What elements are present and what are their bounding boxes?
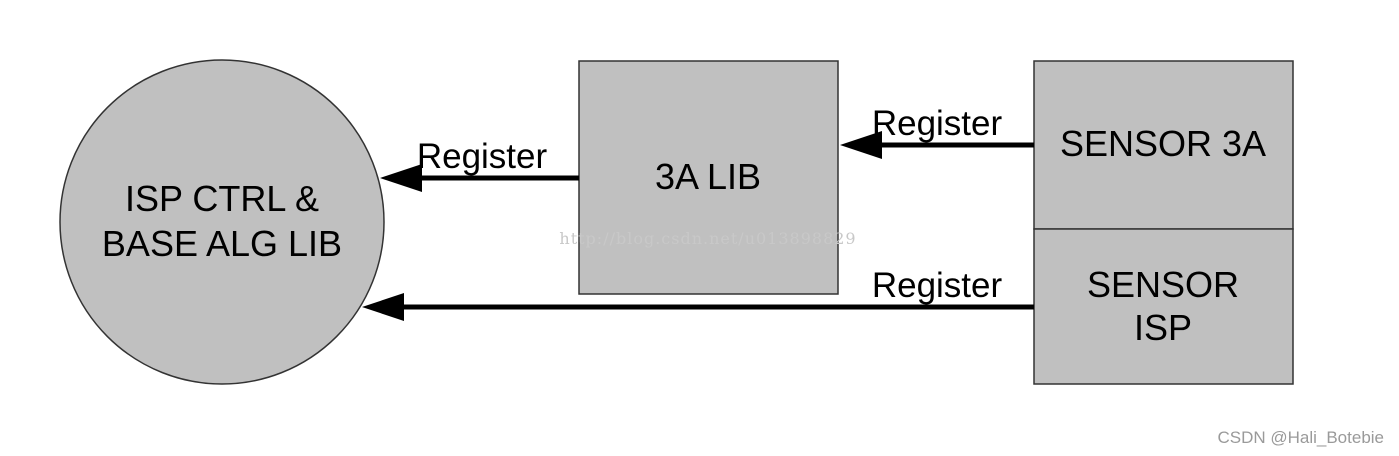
edge-sensor-3a-to-3a-lib: Register [840, 104, 1034, 159]
edge-sensor-isp-to-isp-ctrl: Register [362, 266, 1034, 321]
node-3a-lib: 3A LIB [578, 60, 839, 295]
sensor-isp-label-line1: SENSOR [1087, 264, 1239, 305]
isp-ctrl-label-line2: BASE ALG LIB [102, 223, 342, 264]
credit-text: CSDN @Hali_Botebie [1217, 428, 1384, 447]
node-sensor-3a: SENSOR 3A [1033, 60, 1294, 230]
node-isp-ctrl: ISP CTRL & BASE ALG LIB [59, 59, 385, 385]
watermark-url: http://blog.csdn.net/u013898829 [559, 229, 856, 248]
arrowhead-icon [380, 164, 422, 192]
sensor-3a-box [1033, 60, 1294, 230]
3a-lib-box [578, 60, 839, 295]
edge-label: Register [417, 137, 548, 176]
arrowhead-icon [840, 131, 882, 159]
isp-ctrl-label-line1: ISP CTRL & [125, 178, 319, 219]
sensor-isp-box [1033, 228, 1294, 385]
3a-lib-label: 3A LIB [655, 156, 761, 197]
edge-label: Register [872, 266, 1003, 305]
arrowhead-icon [362, 293, 404, 321]
edge-label: Register [872, 104, 1003, 143]
edge-3a-lib-to-isp-ctrl: Register [380, 137, 579, 192]
isp-ctrl-circle [59, 59, 385, 385]
node-sensor-isp: SENSOR ISP [1033, 228, 1294, 385]
sensor-3a-label: SENSOR 3A [1060, 123, 1266, 164]
sensor-isp-label-line2: ISP [1134, 307, 1192, 348]
